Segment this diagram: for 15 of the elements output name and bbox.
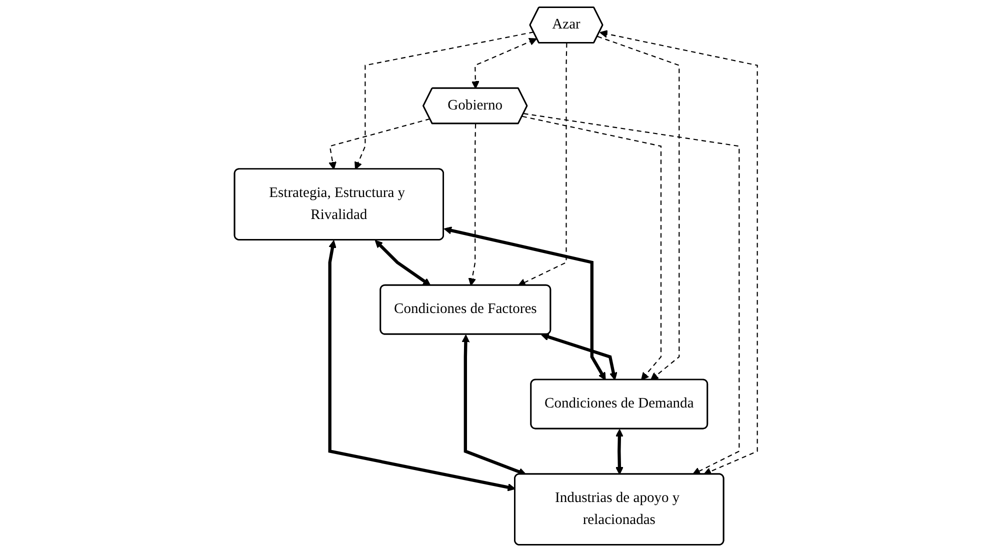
arrow: [443, 226, 606, 380]
arrow: [468, 124, 476, 286]
arrow: [461, 334, 526, 476]
arrow: [471, 38, 537, 89]
arrow: [328, 240, 516, 492]
arrow: [599, 30, 758, 476]
arrow: [596, 36, 680, 380]
arrow: [517, 43, 567, 286]
arrow: [522, 116, 662, 380]
arrow: [540, 333, 617, 380]
arrow: [615, 428, 624, 475]
arrow: [523, 113, 740, 475]
arrow: [328, 118, 430, 170]
arrow: [354, 32, 534, 170]
arrow: [374, 240, 430, 286]
